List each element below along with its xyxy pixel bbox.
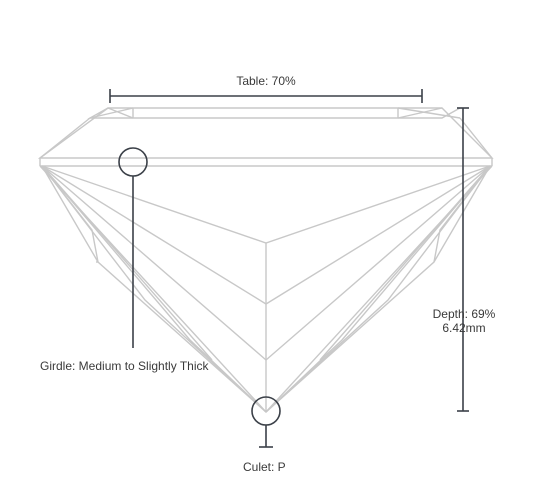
table-measure-bar xyxy=(109,89,423,103)
depth-label: Depth: 69% 6.42mm xyxy=(426,307,502,335)
diamond-pavilion xyxy=(39,165,493,414)
depth-measure-bar xyxy=(457,107,469,412)
culet-label: Culet: P xyxy=(243,460,286,474)
girdle-marker xyxy=(118,147,148,348)
girdle-label: Girdle: Medium to Slightly Thick xyxy=(40,359,209,373)
culet-marker xyxy=(251,396,281,448)
depth-percent: Depth: 69% xyxy=(432,307,496,321)
depth-mm: 6.42mm xyxy=(442,321,486,335)
table-label: Table: 70% xyxy=(236,74,296,88)
diamond-crown xyxy=(37,107,494,167)
